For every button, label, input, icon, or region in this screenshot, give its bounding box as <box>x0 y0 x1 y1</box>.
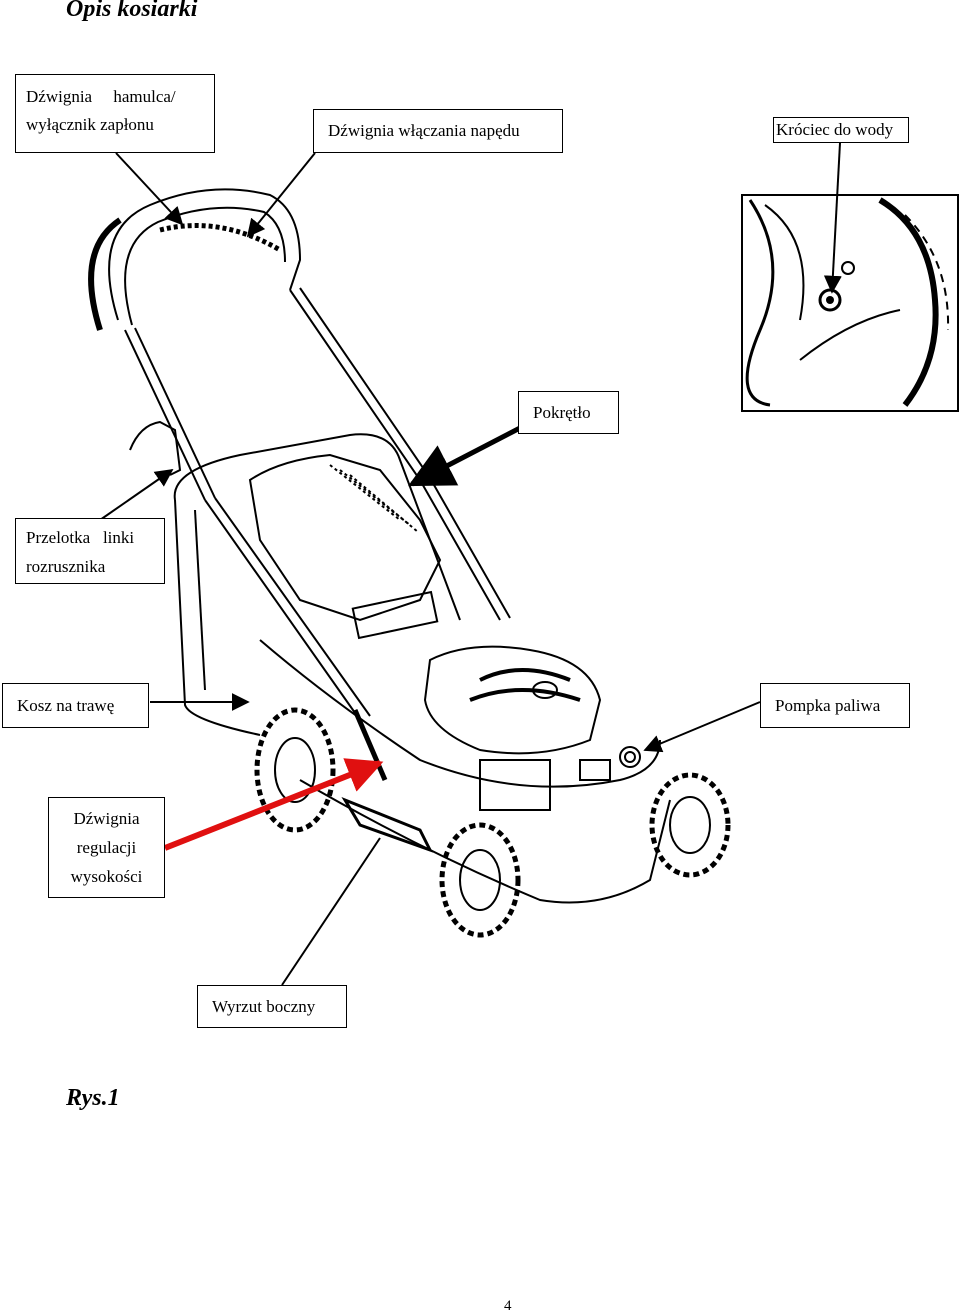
figure-caption: Rys.1 <box>66 1085 120 1111</box>
label-height-lever-line1: Dźwignia <box>73 809 140 828</box>
label-grass-bag: Kosz na trawę <box>2 683 149 728</box>
mower-drawing <box>88 188 731 938</box>
water-port-inset <box>741 194 959 412</box>
label-brake-lever: Dźwignia hamulca/ wyłącznik zapłonu <box>15 74 215 153</box>
label-brake-lever-line1: Dźwignia hamulca/ <box>26 87 176 106</box>
label-brake-lever-line2: wyłącznik zapłonu <box>26 115 154 134</box>
label-height-lever-line2: regulacji <box>76 838 137 857</box>
label-fuel-pump: Pompka paliwa <box>760 683 910 728</box>
label-starter-guide: Przelotka linki rozrusznika <box>15 518 165 584</box>
label-knob: Pokrętło <box>518 391 619 434</box>
label-height-lever: Dźwignia regulacji wysokości <box>48 797 165 898</box>
label-starter-guide-line2: rozrusznika <box>26 557 106 576</box>
label-water-port: Króciec do wody <box>773 117 909 143</box>
label-starter-guide-line1: Przelotka linki <box>26 528 135 547</box>
label-drive-lever: Dźwignia włączania napędu <box>313 109 563 153</box>
callout-arrows <box>99 142 842 986</box>
label-side-discharge: Wyrzut boczny <box>197 985 347 1028</box>
label-height-lever-line3: wysokości <box>70 867 143 886</box>
page-number: 4 <box>504 1298 512 1314</box>
page-title: Opis kosiarki <box>66 0 198 22</box>
